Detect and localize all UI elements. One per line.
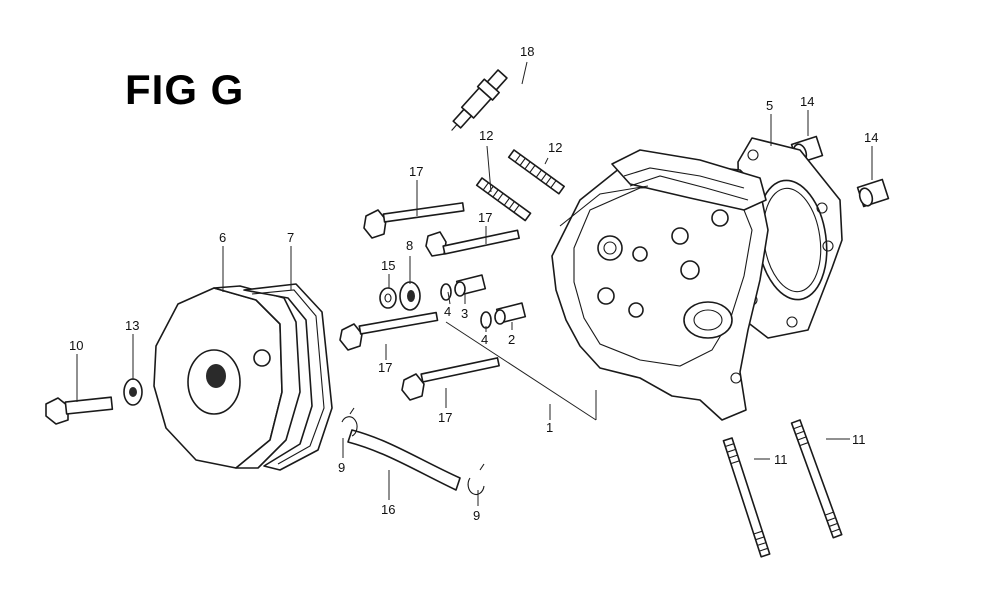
valve-guide-2 — [494, 302, 527, 325]
dowel-pin-14-right — [856, 178, 890, 208]
stud-12-upper — [507, 149, 565, 195]
hose-clip-9-right — [467, 463, 485, 496]
bolt-17-mid-lower — [339, 311, 439, 351]
callout-14-left: 14 — [800, 94, 814, 109]
callout-4-upper: 4 — [444, 304, 451, 319]
callout-12-right: 12 — [548, 140, 562, 155]
callout-3: 3 — [461, 306, 468, 321]
callout-7: 7 — [287, 230, 294, 245]
bolt-17-mid-upper — [425, 229, 520, 257]
callout-17-mid-upper: 17 — [478, 210, 492, 225]
callout-6: 6 — [219, 230, 226, 245]
callout-17-top: 17 — [409, 164, 423, 179]
stud-11-left — [722, 437, 771, 558]
bolt-17-bottom — [401, 357, 500, 401]
figure-title: FIG G — [125, 66, 245, 113]
callout-15: 15 — [381, 258, 395, 273]
callout-13: 13 — [125, 318, 139, 333]
spark-plug — [451, 69, 508, 131]
callout-11-right: 11 — [852, 432, 866, 447]
callout-9-left: 9 — [338, 460, 345, 475]
callout-12-left: 12 — [479, 128, 493, 143]
cylinder-head — [551, 149, 769, 421]
callout-4-lower: 4 — [481, 332, 488, 347]
bolt-10 — [45, 396, 114, 425]
callout-1: 1 — [546, 420, 553, 435]
callout-9-right: 9 — [473, 508, 480, 523]
callout-17-bottom: 17 — [438, 410, 452, 425]
valve-guide-3 — [454, 274, 487, 297]
callout-10: 10 — [69, 338, 83, 353]
callout-8: 8 — [406, 238, 413, 253]
leader-lines — [76, 61, 873, 506]
breather-tube — [347, 429, 461, 491]
washer-15 — [379, 287, 397, 309]
callout-16: 16 — [381, 502, 395, 517]
callout-labels: 18 12 12 5 14 14 17 17 17 17 6 7 8 15 13… — [69, 44, 878, 523]
seal-4-lower — [480, 311, 492, 329]
callout-14-right: 14 — [864, 130, 878, 145]
washer-13 — [123, 378, 143, 406]
stud-12-lower — [475, 177, 532, 222]
callout-11-left: 11 — [774, 452, 788, 467]
head-gasket — [737, 137, 843, 339]
valve-cover — [153, 285, 301, 469]
callout-2: 2 — [508, 332, 515, 347]
hose-clip-9-left — [341, 407, 358, 437]
callout-17-mid-lower: 17 — [378, 360, 392, 375]
washer-8 — [399, 281, 421, 311]
bolt-17-top — [363, 202, 465, 239]
callout-18: 18 — [520, 44, 534, 59]
stud-11-right — [790, 419, 843, 539]
seal-4-upper — [440, 283, 452, 301]
callout-5: 5 — [766, 98, 773, 113]
valve-cover-gasket — [243, 283, 333, 471]
